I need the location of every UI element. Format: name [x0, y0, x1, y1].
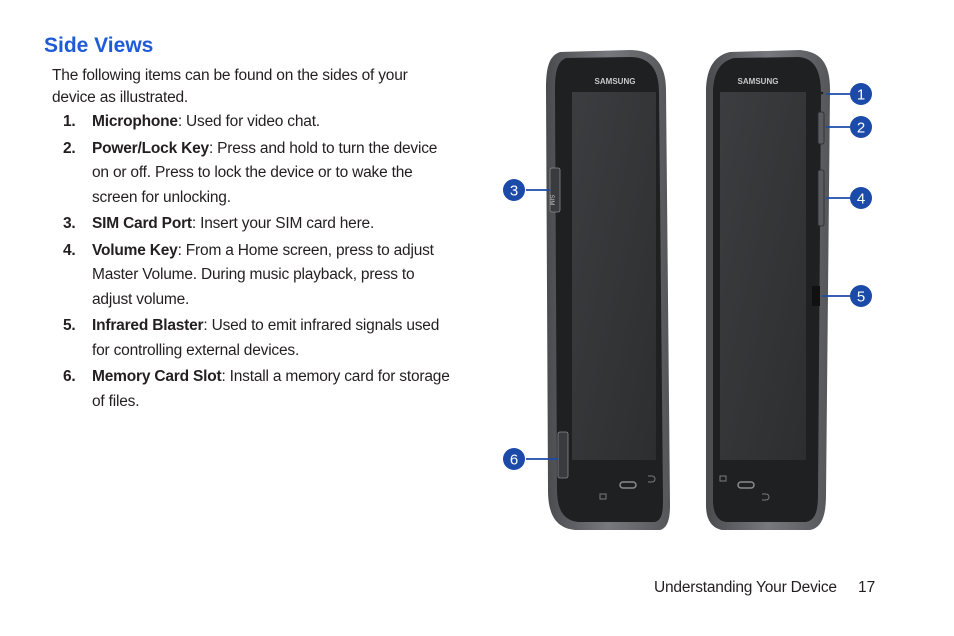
svg-text:5: 5: [857, 289, 865, 306]
sim-label: SIM: [548, 195, 554, 206]
item-number: 3.: [63, 215, 76, 232]
device-side-views-illustration: SAMSUNG SIM SAMSUNG 1 2: [503, 50, 872, 530]
microphone-hole: [820, 91, 824, 95]
svg-text:6: 6: [510, 452, 518, 469]
list-item: 2. Power/Lock Key: Press and hold to turn…: [52, 137, 452, 211]
callout-2: 2: [850, 116, 872, 138]
footer-section-title: Understanding Your Device: [654, 579, 837, 596]
svg-text:2: 2: [857, 120, 865, 137]
item-number: 5.: [63, 317, 76, 334]
list-item: 1. Microphone: Used for video chat.: [52, 110, 452, 135]
callout-6: 6: [503, 448, 525, 470]
left-screen: [572, 92, 656, 460]
intro-text: The following items can be found on the …: [52, 67, 408, 106]
callout-1: 1: [850, 83, 872, 105]
item-description: : Install a memory card for storage of f…: [92, 368, 450, 410]
item-description: : Used for video chat.: [177, 113, 320, 130]
item-description: : Insert your SIM card here.: [191, 215, 375, 232]
device-right-view: SAMSUNG: [706, 50, 830, 530]
item-term: Volume Key: [92, 241, 178, 259]
list-item: 4. Volume Key: From a Home screen, press …: [52, 239, 452, 313]
home-button-right: [737, 481, 755, 489]
side-features-list: 1. Microphone: Used for video chat. 2. Pow…: [52, 110, 452, 416]
infrared-blaster: [812, 286, 820, 306]
svg-text:4: 4: [857, 191, 865, 208]
item-term: Infrared Blaster: [92, 317, 204, 334]
brand-logo-right: SAMSUNG: [738, 77, 779, 86]
home-button-left: [619, 481, 637, 489]
device-left-view: SAMSUNG SIM: [546, 50, 670, 530]
callout-4: 4: [850, 187, 872, 209]
item-term: Memory Card Slot: [92, 368, 222, 385]
memory-card-slot: [557, 431, 569, 479]
item-number: 2.: [63, 139, 76, 157]
item-number: 6.: [63, 368, 76, 385]
list-item: 3. SIM Card Port: Insert your SIM card he…: [52, 212, 452, 237]
volume-key: [817, 169, 825, 227]
list-item: 6. Memory Card Slot: Install a memory car…: [52, 365, 452, 414]
brand-logo-left: SAMSUNG: [595, 77, 636, 86]
back-key-icon: [648, 475, 656, 483]
callout-lines: [526, 93, 850, 460]
callout-5: 5: [850, 285, 872, 307]
item-description: : Used to emit infrared signals used for…: [92, 317, 440, 359]
item-term: Power/Lock Key: [92, 139, 209, 157]
sim-card-port: [549, 167, 561, 213]
svg-text:3: 3: [510, 183, 518, 200]
item-number: 4.: [63, 241, 76, 259]
list-item: 5. Infrared Blaster: Used to emit infrare…: [52, 314, 452, 363]
menu-key-icon: [719, 475, 727, 482]
svg-text:1: 1: [857, 87, 865, 104]
right-screen: [720, 92, 806, 460]
item-number: 1.: [63, 113, 76, 130]
back-key-icon: [762, 493, 770, 501]
power-lock-key: [817, 111, 825, 145]
menu-key-icon: [599, 493, 607, 500]
item-term: SIM Card Port: [92, 215, 192, 232]
callout-3: 3: [503, 179, 525, 201]
page-title: Side Views: [44, 34, 154, 57]
footer-page-number: 17: [858, 579, 876, 596]
item-term: Microphone: [92, 113, 178, 130]
item-description: : From a Home screen, press to adjust Ma…: [92, 241, 434, 308]
item-description: : Press and hold to turn the device on o…: [92, 139, 438, 206]
